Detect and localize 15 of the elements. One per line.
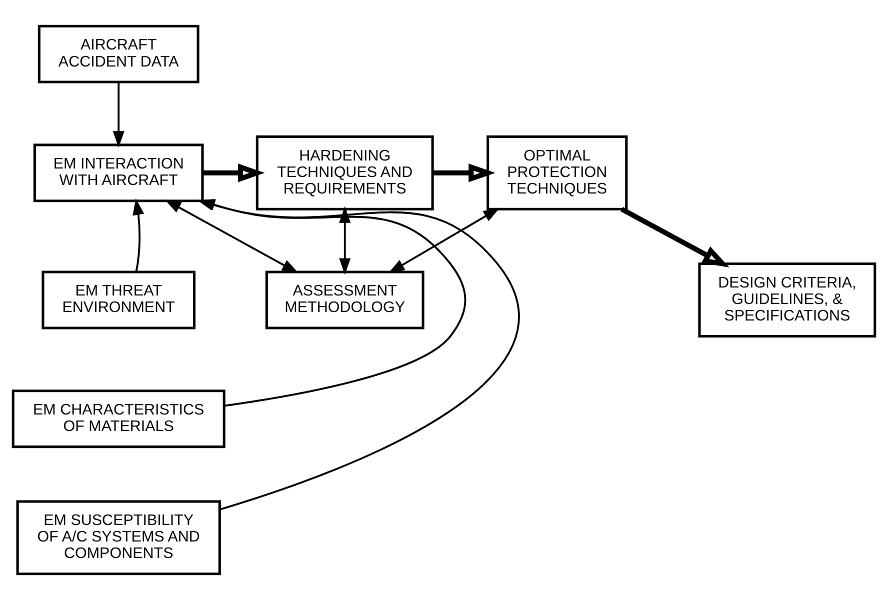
node-box: ASSESSMENT METHODOLOGY	[265, 270, 424, 329]
arrow	[388, 207, 500, 273]
node-box: EM INTERACTION WITH AIRCRAFT	[33, 143, 204, 202]
arrow	[112, 82, 124, 148]
node-box: AIRCRAFT ACCIDENT DATA	[38, 24, 200, 83]
arrow	[620, 206, 730, 267]
arrow	[132, 198, 144, 272]
node-box: OPTIMAL PROTECTION TECHNIQUES	[486, 134, 628, 210]
node-box: HARDENING TECHNIQUES AND REQUIREMENTS	[256, 134, 434, 210]
arrow	[432, 163, 496, 182]
node-box: DESIGN CRITERIA, GUIDELINES, & SPECIFICATIONS	[698, 262, 876, 337]
node-box: EM CHARACTERISTICS OF MATERIALS	[12, 389, 226, 448]
node-box: EM THREAT ENVIRONMENT	[42, 270, 196, 329]
arrow	[202, 163, 265, 182]
node-box: EM SUSCEPTIBILITY OF A/C SYSTEMS AND COMPONENTS	[16, 500, 221, 575]
